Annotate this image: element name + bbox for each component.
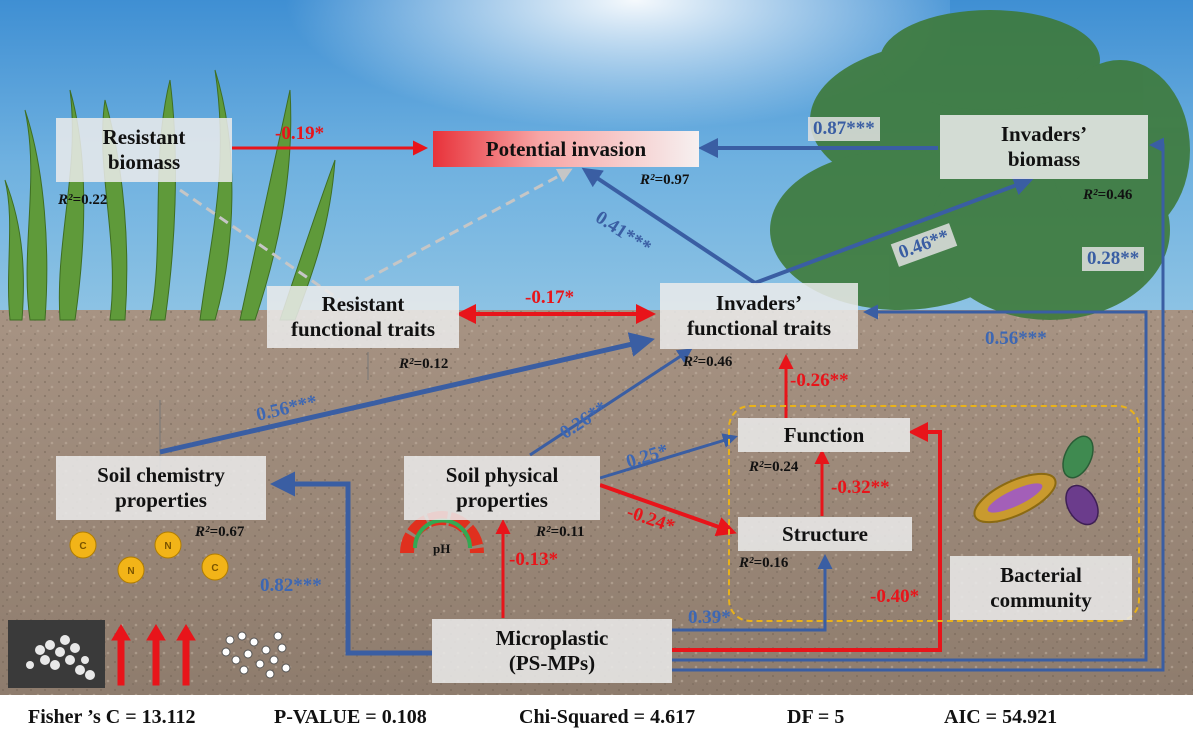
ns-path [179, 188, 341, 302]
node-label: Invaders’ [715, 291, 803, 315]
node-label: Structure [782, 521, 868, 546]
path-mp-ib [672, 137, 1165, 672]
node-label: Function [783, 422, 865, 447]
r2-function: R²=0.24 [749, 459, 799, 475]
node-bacterial-community: Bacterial community [950, 556, 1132, 620]
node-label: Potential invasion [485, 136, 647, 161]
ns-path [364, 168, 573, 282]
path-sp-fn [599, 433, 738, 480]
r2-soil-chemistry: R²=0.67 [195, 524, 245, 540]
nutrient-icons: C N N C [69, 531, 229, 584]
node-invaders-functional-traits: Invaders’ functional traits [660, 283, 858, 349]
coef-mp-it: 0.56*** [985, 328, 1047, 349]
node-label: properties [115, 488, 207, 512]
node-resistant-functional-traits: Resistant functional traits [267, 286, 459, 348]
node-label: functional traits [290, 317, 436, 341]
node-structure: Structure [738, 517, 912, 551]
nutrient-label: C [79, 541, 86, 552]
node-label: biomass [107, 150, 181, 174]
node-invaders-biomass: Invaders’ biomass [940, 115, 1148, 179]
node-label: Soil chemistry [97, 463, 225, 487]
coef-fn-it: -0.26** [790, 370, 849, 391]
node-label: Resistant [102, 125, 186, 149]
node-resistant-biomass: Resistant biomass [56, 118, 232, 182]
r2-potential-invasion: R²=0.97 [640, 172, 690, 188]
node-label: functional traits [686, 316, 832, 340]
path-mp-fn [672, 422, 942, 652]
r2-resistant-biomass: R²=0.22 [58, 192, 108, 208]
node-label: Resistant [321, 292, 405, 316]
path-sp-st [599, 483, 737, 537]
bacteria-icon [973, 435, 1099, 526]
microplastic-photo-icon [8, 620, 291, 688]
underwater-soil-background: pH C N N C [0, 0, 1193, 695]
stat-chi-squared: Chi-Squared = 4.617 [519, 706, 696, 728]
node-label: biomass [1007, 147, 1081, 171]
r2-invaders-biomass: R²=0.46 [1083, 187, 1133, 203]
stat-df: DF = 5 [787, 706, 845, 728]
r2-resistant-traits: R²=0.12 [399, 356, 449, 372]
path-sp-it [529, 348, 693, 457]
coef-mp-st: 0.39* [688, 607, 731, 628]
stat-fisher-c: Fisher ’s C = 13.112 [28, 706, 196, 728]
coef-st-fn: -0.32** [831, 477, 890, 498]
node-microplastic: Microplastic (PS-MPs) [432, 619, 672, 683]
stat-p-value: P-VALUE = 0.108 [274, 706, 427, 728]
sem-diagram: pH C N N C [0, 0, 1193, 695]
node-label: Soil physical [445, 463, 559, 487]
node-label: Bacterial [1000, 563, 1082, 587]
bacterial-community-group [728, 405, 1140, 622]
r2-invaders-traits: R²=0.46 [683, 354, 733, 370]
node-soil-physical-properties: Soil physical properties [404, 456, 600, 520]
path-mp-st [672, 554, 833, 632]
path-mp-it [672, 304, 1148, 662]
r2-structure: R²=0.16 [739, 555, 789, 571]
model-fit-statistics: Fisher ’s C = 13.112 P-VALUE = 0.108 Chi… [0, 697, 1193, 733]
coef-mp-sp: -0.13* [509, 549, 559, 570]
ph-label: pH [433, 541, 450, 556]
coef-ib-pi: 0.87*** [808, 117, 880, 141]
r2-soil-physical: R²=0.11 [536, 524, 585, 540]
nutrient-label: C [211, 563, 218, 574]
coef-mp-sc: 0.82*** [260, 575, 322, 596]
path-mp-sc [270, 471, 432, 656]
coef-mp-ib: 0.28** [1082, 247, 1145, 271]
node-potential-invasion: Potential invasion [433, 131, 699, 167]
node-label: (PS-MPs) [508, 651, 596, 675]
coef-rb-pi: -0.19* [275, 123, 325, 144]
node-label: Microplastic [495, 626, 609, 650]
node-label: community [990, 588, 1092, 612]
path-arrows [159, 137, 1165, 672]
stat-aic: AIC = 54.921 [944, 706, 1058, 728]
node-label: properties [456, 488, 548, 512]
coef-rt-it: -0.17* [525, 287, 575, 308]
seagrass-plant-icon [4, 69, 336, 321]
node-function: Function [738, 418, 910, 452]
node-label: Invaders’ [1000, 122, 1088, 146]
coef-mp-fn: -0.40* [870, 586, 920, 607]
path-it-ib [754, 176, 1034, 285]
nutrient-label: N [127, 566, 134, 577]
nutrient-label: N [164, 541, 171, 552]
path-it-pi [581, 167, 757, 285]
node-soil-chemistry-properties: Soil chemistry properties [56, 456, 266, 520]
path-sc-it [159, 332, 655, 455]
